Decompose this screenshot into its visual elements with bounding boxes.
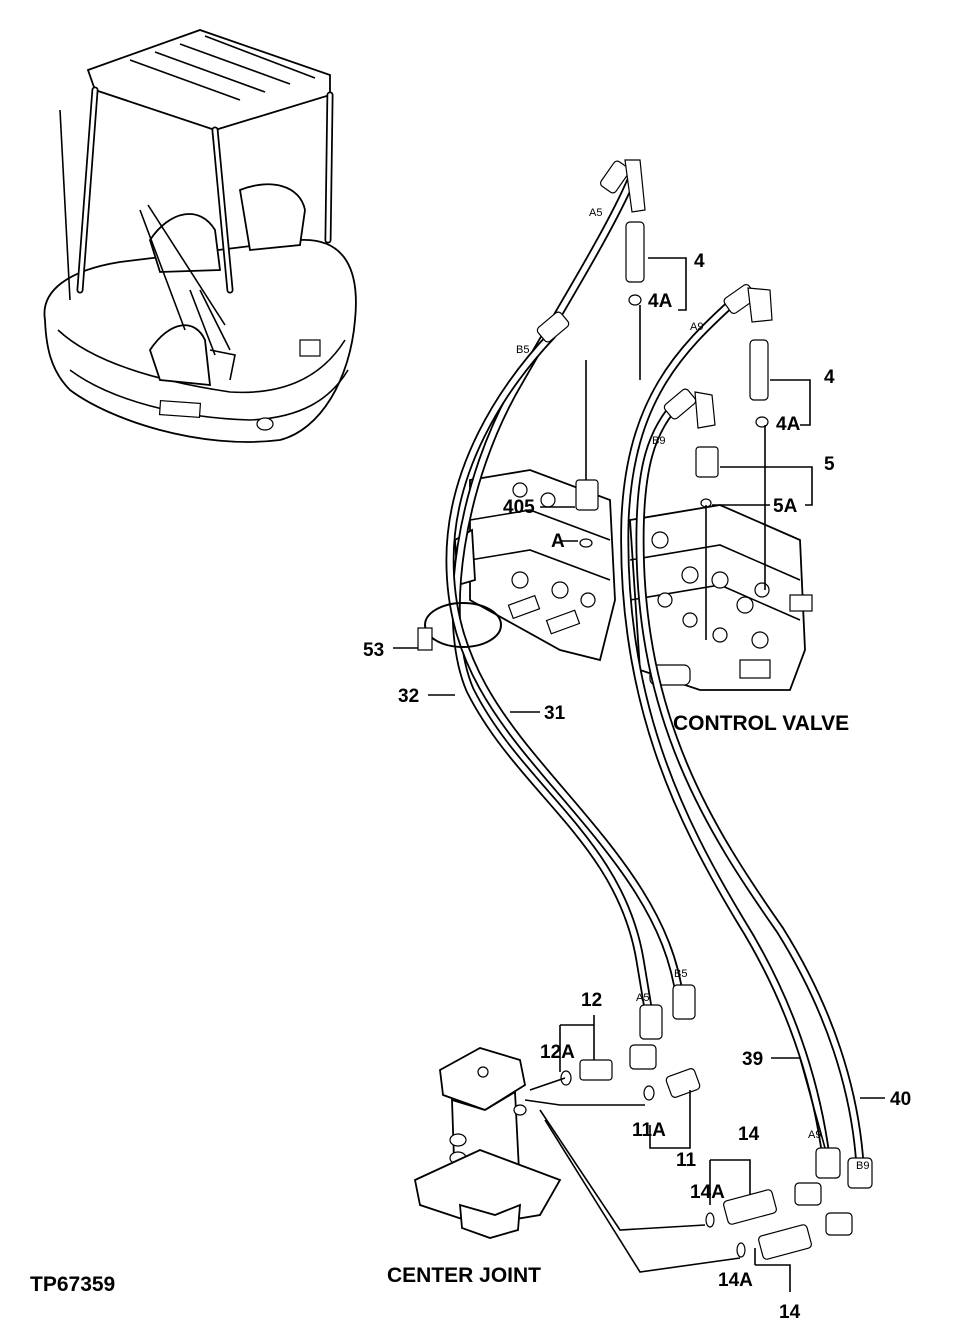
- callout-4-right: 4: [824, 367, 835, 388]
- callout-4a-right: 4A: [776, 414, 801, 435]
- port-tags: A5 B5 A9 B9 A5 B5 A9 B9: [516, 207, 869, 1172]
- center-joint-fittings: [524, 1044, 853, 1273]
- hose-32: [445, 330, 685, 1005]
- hose-39: [620, 295, 830, 1155]
- center-joint-label: CENTER JOINT: [387, 1264, 541, 1287]
- callout-4-upper: 4: [694, 251, 705, 272]
- clamp-53: [417, 602, 502, 651]
- center-joint-body: [413, 1047, 562, 1239]
- callout-14a-lower: 14A: [718, 1270, 753, 1291]
- callout-32: 32: [398, 686, 419, 707]
- callout-14a-upper: 14A: [690, 1182, 725, 1203]
- hose-31: [451, 173, 655, 1025]
- callout-12: 12: [581, 990, 602, 1011]
- hose-fittings: [536, 159, 873, 1189]
- callout-405: 405: [503, 497, 535, 518]
- port-tag-b5-bottom: B5: [674, 968, 687, 980]
- callout-4a-upper: 4A: [648, 291, 673, 312]
- port-tag-a5-top: A5: [589, 207, 602, 219]
- callout-31: 31: [544, 703, 566, 724]
- port-tag-a5-bottom: A5: [636, 992, 649, 1004]
- port-tag-a9-top: A9: [690, 321, 703, 333]
- control-valve-body: [454, 469, 813, 691]
- control-valve-label: CONTROL VALVE: [673, 712, 849, 735]
- figure-id: TP67359: [30, 1273, 115, 1296]
- callout-5a: 5A: [773, 496, 798, 517]
- callout-5: 5: [824, 454, 835, 475]
- port-tag-a9-bottom: A9: [808, 1129, 821, 1141]
- hose-40: [635, 395, 865, 1170]
- callout-40: 40: [890, 1089, 911, 1110]
- leader-lines: [393, 257, 885, 1292]
- callout-11: 11: [676, 1150, 697, 1171]
- callout-39: 39: [742, 1049, 763, 1070]
- port-tag-b9-bottom: B9: [856, 1160, 869, 1172]
- port-tag-b9-top: B9: [652, 435, 665, 447]
- callout-11a: 11A: [632, 1120, 666, 1141]
- callout-14-upper: 14: [738, 1124, 760, 1145]
- port-tag-b5-top: B5: [516, 344, 529, 356]
- excavator-cab-illustration: [43, 29, 357, 443]
- callout-a: A: [551, 531, 565, 552]
- callout-53: 53: [363, 640, 384, 661]
- valve-fittings: [575, 221, 769, 640]
- callout-14-lower: 14: [779, 1302, 801, 1323]
- part-callouts: 4 4A 4 4A 5 5A 405 A 53 32 31 12 12A 11A…: [363, 251, 911, 1323]
- callout-12a: 12A: [540, 1042, 575, 1063]
